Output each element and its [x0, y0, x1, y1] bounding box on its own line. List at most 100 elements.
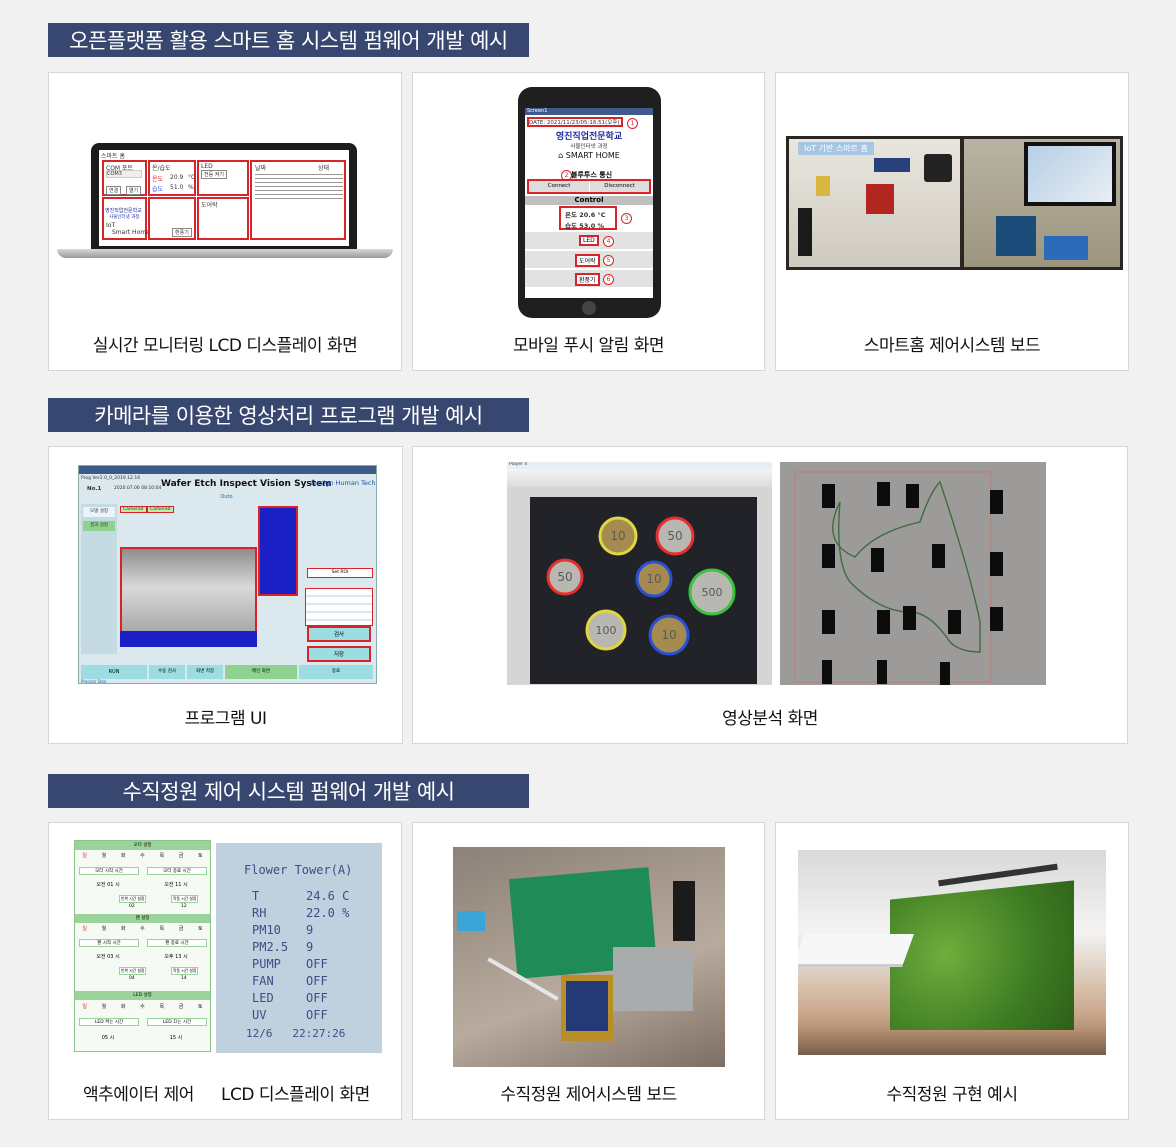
- etch-svg: [794, 471, 1003, 685]
- phone-led-button[interactable]: LED: [579, 235, 599, 246]
- motor-run-label: 작동 시간 설정: [171, 895, 199, 903]
- fan-run-value[interactable]: 14: [181, 976, 187, 981]
- save-screen-button[interactable]: 화면 저장: [187, 665, 223, 679]
- led-title: LED 설정: [75, 991, 210, 1000]
- day-checkbox[interactable]: 일: [82, 926, 87, 932]
- main-screen-button[interactable]: 메인 화면: [225, 665, 297, 679]
- led-on-value[interactable]: 05 시: [101, 1035, 115, 1041]
- menu-model-button[interactable]: 모델 설정: [83, 507, 115, 517]
- fan-end-value[interactable]: 오후 13 시: [164, 954, 188, 960]
- day-checkbox[interactable]: 일: [82, 853, 87, 859]
- hum-value: 51.0: [170, 184, 184, 191]
- fan-run-label: 작동 시간 설정: [171, 967, 199, 975]
- led-off-value[interactable]: 15 시: [169, 1035, 183, 1041]
- panel-door: 도어락: [197, 197, 249, 240]
- manual-inspect-button[interactable]: 수동 검사: [149, 665, 185, 679]
- card-garden-example: 수직정원 구현 예시: [775, 822, 1129, 1120]
- save-button[interactable]: 저장: [307, 646, 371, 662]
- motor-end-value[interactable]: 오전 11 시: [164, 882, 188, 888]
- badge-4: 4: [603, 236, 614, 247]
- day-checkbox[interactable]: 금: [178, 853, 184, 859]
- panel-com: COM 포트 COM3 연결 열기: [102, 160, 147, 196]
- phone-door-button[interactable]: 도어락: [575, 254, 600, 267]
- day-checkbox[interactable]: 목: [159, 926, 165, 932]
- player-title: Player II: [507, 462, 772, 469]
- tower-lcd-value: OFF: [306, 991, 328, 1005]
- camera1-button[interactable]: Camera0: [120, 506, 147, 513]
- com-value[interactable]: COM3: [106, 170, 142, 178]
- temp-unit: °C: [188, 174, 196, 181]
- caption-actuator: 액추에이터 제어: [83, 1085, 194, 1105]
- day-checkbox[interactable]: 일: [82, 1004, 87, 1010]
- laptop-image: 스마트 홈 COM 포트 COM3 연결 열기 온/습도 온도 20.9 °C …: [57, 143, 393, 261]
- day-checkbox[interactable]: 목: [159, 1004, 165, 1010]
- menu-result-button[interactable]: 결과 설정: [83, 521, 115, 531]
- motor-run-value[interactable]: 12: [181, 904, 187, 909]
- panel-led: LED 전등 켜기: [197, 160, 249, 196]
- dust-sensor: [613, 947, 693, 1011]
- disconnect-button[interactable]: Disconnect: [590, 181, 649, 192]
- day-checkbox[interactable]: 화: [120, 926, 126, 932]
- led-label: LED: [201, 163, 213, 170]
- open-button[interactable]: 열기: [126, 186, 142, 195]
- coin-2: 50: [655, 516, 695, 556]
- date-box: [527, 117, 623, 127]
- motor-start-value[interactable]: 오전 01 시: [96, 882, 120, 888]
- day-checkbox[interactable]: 수: [140, 1004, 145, 1010]
- exit-button[interactable]: 종료: [299, 665, 373, 679]
- run-button[interactable]: RUN: [81, 665, 147, 679]
- day-checkbox[interactable]: 금: [178, 1004, 184, 1010]
- set-roi-button[interactable]: Set ROI: [307, 568, 373, 578]
- coin-4: 500: [688, 568, 736, 616]
- tower-lcd-value: 24.6 C: [306, 889, 350, 903]
- day-checkbox[interactable]: 수: [140, 926, 145, 932]
- monitor-display: [1028, 146, 1112, 202]
- caption-garden-board: 수직정원 제어시스템 보드: [500, 1085, 677, 1105]
- day-checkbox[interactable]: 토: [198, 853, 203, 859]
- card-smart-board: IoT 기반 스마트 홈 스마트홈 제어시스템 보드: [775, 72, 1129, 371]
- school-name: 영진직업전문학교: [105, 208, 142, 214]
- day-checkbox[interactable]: 수: [140, 853, 145, 859]
- motor-start-label: 모터 시작 시간: [79, 867, 139, 875]
- inspect-button[interactable]: 검사: [307, 626, 371, 642]
- camera2-button[interactable]: Camera0: [147, 506, 174, 513]
- led-on-button[interactable]: 전등 켜기: [201, 170, 227, 179]
- day-checkbox[interactable]: 토: [198, 926, 203, 932]
- caption-image-analysis: 영상분석 화면: [722, 709, 818, 729]
- motor-interval-value[interactable]: 02: [129, 904, 135, 909]
- vision-date: 2020.07.06 08:10:04: [114, 486, 162, 491]
- vision-mode: Outo: [220, 494, 233, 500]
- day-checkbox[interactable]: 토: [198, 1004, 203, 1010]
- day-checkbox[interactable]: 화: [120, 853, 126, 859]
- panel-fan: 환풍기: [148, 197, 196, 240]
- caption-program-ui: 프로그램 UI: [184, 709, 267, 729]
- phone-screen: Screen1 DATE: 2021/11/23/05:16:51(오후) 1 …: [525, 108, 653, 298]
- tower-lcd-value: 22.0 %: [306, 906, 350, 920]
- day-checkbox[interactable]: 월: [101, 853, 107, 859]
- day-checkbox[interactable]: 화: [120, 1004, 126, 1010]
- tower-lcd-key: RH: [252, 906, 267, 920]
- connect-button[interactable]: Connect: [529, 181, 589, 192]
- floor: [798, 1030, 1106, 1055]
- fan-button[interactable]: 환풍기: [172, 228, 192, 237]
- connect-button[interactable]: 연결: [106, 186, 122, 195]
- day-checkbox[interactable]: 월: [101, 926, 107, 932]
- day-checkbox[interactable]: 목: [159, 853, 165, 859]
- day-checkbox[interactable]: 금: [178, 926, 184, 932]
- tower-lcd-title: Flower Tower(A): [244, 863, 353, 877]
- board-lcd: [874, 158, 910, 172]
- day-checkbox[interactable]: 월: [101, 1004, 107, 1010]
- camera-view: [120, 547, 257, 647]
- staircase: [798, 934, 915, 967]
- sensor-box: [559, 206, 617, 230]
- status-text: Process Stop: [81, 679, 107, 684]
- fan-start-value[interactable]: 오전 03 시: [96, 954, 120, 960]
- phone-fan-button[interactable]: 환풍기: [575, 273, 600, 286]
- etch-analysis-image: [780, 462, 1046, 685]
- fan-interval-value[interactable]: 04: [129, 976, 135, 981]
